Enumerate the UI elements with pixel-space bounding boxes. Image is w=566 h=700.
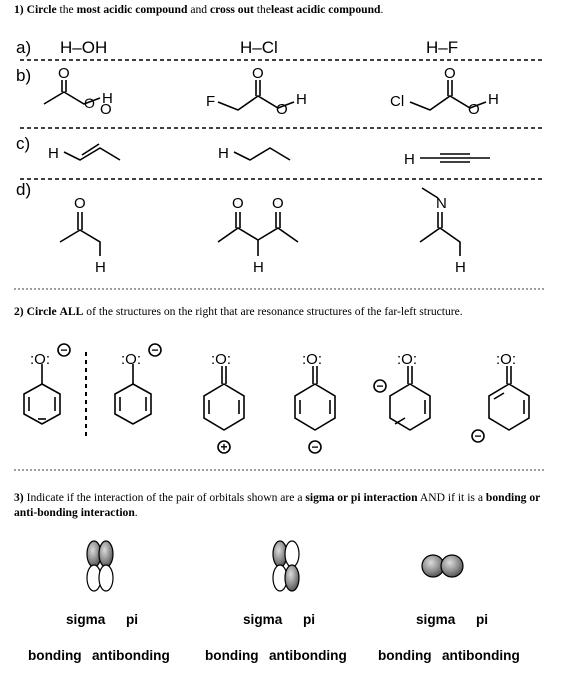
oxygen-label: :O: bbox=[397, 351, 417, 368]
pair1-sigma-option[interactable]: sigma bbox=[66, 612, 106, 627]
atom-O: O bbox=[444, 65, 456, 82]
minus-sign: − bbox=[311, 440, 318, 454]
compound-d2[interactable] bbox=[217, 212, 299, 256]
atom-O: O bbox=[232, 195, 244, 212]
pair3-pi-option[interactable]: pi bbox=[476, 612, 489, 627]
oxygen-label: :O: bbox=[211, 351, 231, 368]
q3-word: bonding or anti-bonding interaction bbox=[14, 491, 541, 519]
atom-F: F bbox=[206, 93, 215, 110]
row-label-d: d) bbox=[16, 180, 32, 199]
atom-O: O bbox=[100, 101, 112, 118]
oxygen-label: :O: bbox=[496, 351, 516, 368]
orbital-pair-1 bbox=[86, 540, 114, 592]
atom-O: O bbox=[272, 195, 284, 212]
q1-word: the bbox=[256, 3, 271, 16]
atom-N: N bbox=[436, 195, 447, 212]
atom-O: O bbox=[468, 101, 480, 118]
q1-word: . bbox=[380, 3, 384, 16]
atom-O: O bbox=[58, 65, 70, 82]
q3-word: is a bbox=[467, 491, 483, 504]
q3-word: sigma or pi interaction bbox=[305, 491, 418, 504]
q1-word: and bbox=[190, 3, 208, 16]
q1-word: Circle bbox=[26, 3, 57, 16]
pair1-pi-option[interactable]: pi bbox=[126, 612, 139, 627]
pair2-antibonding-option[interactable]: antibonding bbox=[269, 648, 347, 663]
atom-H: H bbox=[488, 91, 499, 108]
atom-H: H bbox=[95, 259, 106, 276]
compound-d1[interactable] bbox=[59, 212, 101, 256]
pair2-sigma-option[interactable]: sigma bbox=[243, 612, 283, 627]
resonance-option-1[interactable] bbox=[114, 364, 152, 425]
pair3-antibonding-option[interactable]: antibonding bbox=[442, 648, 520, 663]
oxygen-label: :O: bbox=[30, 351, 50, 368]
minus-sign: − bbox=[60, 343, 67, 357]
q1-number: 1) bbox=[14, 3, 24, 16]
q2-word: of the structures on the right that are … bbox=[86, 305, 463, 318]
pair3-sigma-option[interactable]: sigma bbox=[416, 612, 456, 627]
atom-O: O bbox=[252, 65, 264, 82]
compound-d3[interactable] bbox=[419, 187, 461, 256]
compound-b3[interactable] bbox=[409, 80, 487, 111]
q3-word: . bbox=[134, 506, 138, 519]
q1-heading: 1) Circle the most acidic compound and c… bbox=[14, 2, 383, 17]
q3-number: 3) bbox=[14, 491, 24, 504]
pair2-bonding-option[interactable]: bonding bbox=[205, 648, 259, 663]
compound-a2[interactable]: H–Cl bbox=[240, 38, 278, 57]
resonance-option-5[interactable] bbox=[471, 366, 530, 443]
minus-sign: − bbox=[151, 343, 158, 357]
q1-word: least acidic compound bbox=[270, 3, 381, 16]
compound-a1[interactable]: H–OH bbox=[60, 38, 108, 57]
pair2-pi-option[interactable]: pi bbox=[303, 612, 316, 627]
atom-H: H bbox=[455, 259, 466, 276]
pair1-bonding-option[interactable]: bonding bbox=[28, 648, 82, 663]
minus-sign: − bbox=[474, 429, 481, 443]
negative-charge-icon bbox=[148, 343, 162, 357]
q1-word: cross out bbox=[209, 3, 254, 16]
compound-b1[interactable] bbox=[43, 80, 101, 105]
atom-H: H bbox=[218, 145, 229, 162]
atom-O: O bbox=[74, 195, 86, 212]
atom-O: O bbox=[84, 95, 95, 111]
reference-structure bbox=[23, 364, 61, 425]
orbital-pair-3 bbox=[421, 554, 464, 578]
resonance-option-3[interactable] bbox=[294, 366, 336, 454]
atom-H: H bbox=[253, 259, 264, 276]
compound-c2[interactable] bbox=[233, 147, 291, 161]
q3-heading: 3) Indicate if the interaction of the pa… bbox=[14, 490, 554, 520]
compound-b2[interactable] bbox=[217, 80, 295, 111]
oxygen-label: :O: bbox=[121, 351, 141, 368]
compound-a3[interactable]: H–F bbox=[426, 38, 459, 57]
compound-c1[interactable] bbox=[63, 143, 121, 161]
atom-H: H bbox=[48, 145, 59, 162]
q3-word: AND if it bbox=[419, 491, 465, 504]
atom-H: H bbox=[296, 91, 307, 108]
compound-c3[interactable] bbox=[420, 153, 490, 163]
row-label-b: b) bbox=[16, 66, 32, 85]
minus-sign: − bbox=[376, 379, 383, 393]
row-label-c: c) bbox=[16, 134, 31, 153]
pair3-bonding-option[interactable]: bonding bbox=[378, 648, 432, 663]
atom-O: O bbox=[276, 101, 288, 118]
resonance-option-2[interactable] bbox=[203, 366, 245, 454]
oxygen-label: :O: bbox=[302, 351, 322, 368]
q2-word: ALL bbox=[59, 305, 84, 318]
q3-word: Indicate if the interaction of the pair … bbox=[26, 491, 303, 504]
pair1-antibonding-option[interactable]: antibonding bbox=[92, 648, 170, 663]
q1-word: most acidic compound bbox=[76, 3, 188, 16]
row-label-a: a) bbox=[16, 38, 32, 57]
atom-H: H bbox=[404, 151, 415, 168]
atom-H: H bbox=[102, 90, 113, 107]
negative-charge-icon bbox=[57, 343, 71, 357]
atom-Cl: Cl bbox=[390, 93, 404, 110]
plus-sign: + bbox=[220, 440, 227, 454]
resonance-option-4[interactable] bbox=[373, 366, 431, 431]
q1-word: the bbox=[59, 3, 74, 16]
q2-heading: 2) Circle ALL of the structures on the r… bbox=[14, 304, 463, 319]
q2-word: Circle bbox=[26, 305, 57, 318]
orbital-pair-2 bbox=[272, 540, 300, 592]
q2-number: 2) bbox=[14, 305, 24, 318]
